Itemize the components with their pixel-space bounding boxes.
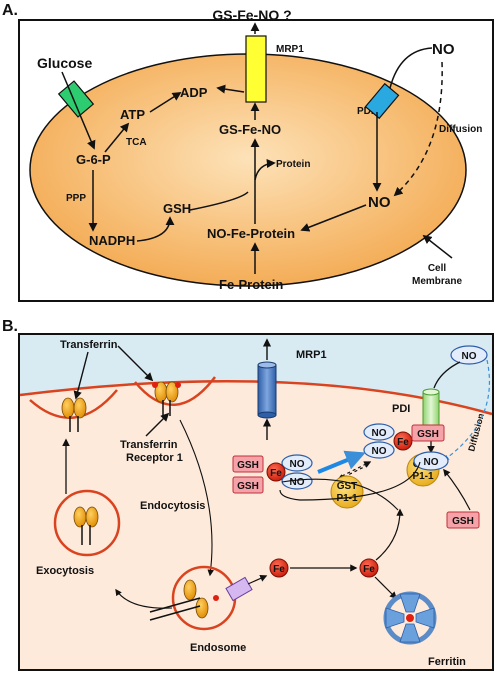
arrow-gsh-no-fe-protein <box>189 191 249 211</box>
fe-mid-1-icon <box>269 558 289 578</box>
gsh-right-box <box>446 511 480 529</box>
no-left-label-1: NO <box>290 459 305 470</box>
exocytosis-label: Exocytosis <box>36 565 94 577</box>
arrow-no-diffusion-b <box>443 359 491 461</box>
endosome <box>149 565 237 631</box>
fe-protein-label: Fe-Protein <box>219 277 283 292</box>
g6p-label: G-6-P <box>76 152 111 167</box>
nadph-label: NADPH <box>89 233 135 248</box>
gsh-center-box <box>411 424 445 442</box>
no-left-oval-2 <box>281 472 313 490</box>
gsh-center-label: GSH <box>417 429 439 440</box>
arrow-no-to-no-fe-protein <box>300 204 367 232</box>
pdi-label-b: PDI <box>392 403 410 415</box>
gsh-left-label-2: GSH <box>237 481 259 492</box>
no-membrane-label: NO <box>424 457 439 468</box>
arrow-complex-to-mrp1 <box>281 478 399 511</box>
diffusion-label-a: Diffusion <box>439 124 482 135</box>
arrow-dashed-back <box>341 461 372 477</box>
arrow-g6p-atp <box>104 122 130 153</box>
gsh-right-label: GSH <box>452 516 474 527</box>
pdi-label-a: PDI <box>357 106 374 117</box>
endocytosis-label: Endocytosis <box>140 500 205 512</box>
panel-b-label: B. <box>2 318 18 335</box>
fe-center-label: Fe <box>397 437 409 448</box>
panel-a: A. GS-Fe-NO ? Glucose MRP1 NO PDI Diffus… <box>2 2 494 302</box>
mrp1-label-a: MRP1 <box>276 44 304 55</box>
fe-mid-1-label: Fe <box>273 564 285 575</box>
top-output-label: GS-Fe-NO ? <box>212 7 291 23</box>
arrow-endosome-fe <box>247 575 268 585</box>
arrow-gsh-right-up <box>443 468 471 511</box>
no-left-label-2: NO <box>290 477 305 488</box>
arrow-atp-adp <box>149 92 182 113</box>
pdi-transporter-icon <box>364 82 400 120</box>
arrow-transferrin-left <box>73 351 89 400</box>
mrp1-transporter-b-icon <box>257 361 277 419</box>
mrp1-transporter-icon <box>245 35 267 103</box>
panel-b: B. Transferrin Transferrin Receptor 1 <box>2 318 494 671</box>
transferrin-receptor-label-2: Receptor 1 <box>126 452 183 464</box>
gsh-left-label-1: GSH <box>237 460 259 471</box>
extracellular-region <box>20 335 492 414</box>
no-oval-2 <box>363 441 395 459</box>
no-oval-1 <box>363 423 395 441</box>
gsh-left-box-1 <box>232 455 264 473</box>
no-inside-label: NO <box>368 194 391 211</box>
arrow-no-to-pdi <box>389 47 433 89</box>
arrow-receptor <box>145 412 170 437</box>
fe-center-icon <box>393 431 413 451</box>
ferritin-label: Ferritin <box>428 656 466 668</box>
no-left-oval-1 <box>281 454 313 472</box>
protein-label: Protein <box>276 159 310 170</box>
glucose-label: Glucose <box>37 55 92 71</box>
endosome-label: Endosome <box>190 642 246 654</box>
gsh-left-box-2 <box>232 476 264 494</box>
membrane-pit-left <box>29 389 118 432</box>
arrow-glucose-g6p <box>61 71 96 150</box>
arrow-fe-to-complex <box>375 508 404 561</box>
exocytosis-vesicle <box>53 489 121 557</box>
adp-label: ADP <box>180 85 208 100</box>
fe-mid-2-label: Fe <box>363 564 375 575</box>
ferritin-icon <box>383 591 437 645</box>
no-membrane-oval <box>413 451 449 471</box>
panel-a-frame <box>18 19 494 302</box>
arrow-blue-forward <box>317 450 366 474</box>
gst-label-2a: GST <box>337 481 358 492</box>
mrp1-label-b: MRP1 <box>296 349 327 361</box>
arrow-no-to-complex <box>279 461 421 501</box>
panel-a-label: A. <box>2 2 18 19</box>
arrow-mrp1-adp <box>216 84 245 94</box>
arrow-transferrin-right <box>117 345 154 382</box>
arrow-membrane-pointer <box>422 234 453 259</box>
gst-label-1b: P1-1 <box>412 471 434 482</box>
no-label-1: NO <box>372 428 387 439</box>
gst-label-2b: P1-1 <box>336 493 358 504</box>
ppp-label: PPP <box>66 193 86 204</box>
arrow-no-pdi <box>433 361 461 389</box>
no-label-2: NO <box>372 446 387 457</box>
transferrin-label: Transferrin <box>60 339 118 351</box>
membrane-label: Membrane <box>412 276 462 287</box>
atp-label: ATP <box>120 107 145 122</box>
gs-fe-no-label: GS-Fe-NO <box>219 122 281 137</box>
glucose-transporter-icon <box>57 80 95 118</box>
transferrin-receptor-label-1: Transferrin <box>120 439 178 451</box>
tca-label: TCA <box>126 137 147 148</box>
fe-left-icon <box>266 462 286 482</box>
fe-left-label: Fe <box>270 468 282 479</box>
gsh-label-a: GSH <box>163 201 191 216</box>
arrow-no-diffusion <box>393 61 443 197</box>
arrow-fe-to-ferritin <box>374 576 398 600</box>
no-top-oval <box>450 345 488 365</box>
cell-label: Cell <box>428 263 447 274</box>
fe-mid-2-icon <box>359 558 379 578</box>
arrow-endocytosis-down <box>179 419 214 577</box>
no-fe-protein-label: NO-Fe-Protein <box>207 226 295 241</box>
arrow-nadph-gsh <box>136 216 175 242</box>
no-outside-label: NO <box>432 41 455 58</box>
no-top-label: NO <box>462 351 477 362</box>
